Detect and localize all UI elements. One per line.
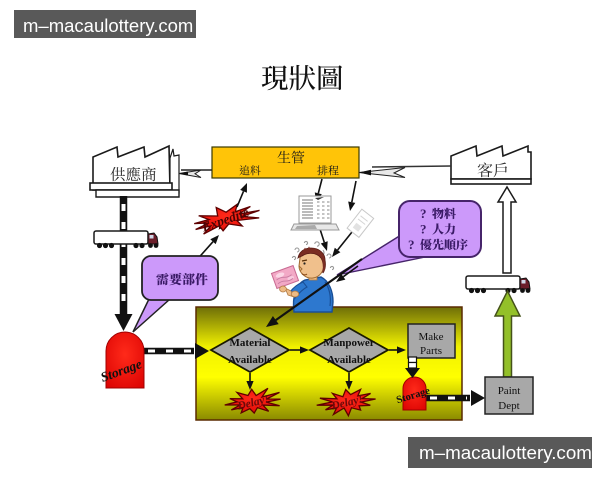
svg-text:m–macaulottery.com: m–macaulottery.com [419, 442, 592, 463]
svg-text:m–macaulottery.com: m–macaulottery.com [23, 15, 193, 36]
svg-text:Available: Available [327, 354, 371, 366]
svg-text:?: ? [420, 206, 427, 221]
svg-text:Material: Material [230, 337, 271, 349]
svg-text:Parts: Parts [420, 345, 442, 357]
svg-text:Paint: Paint [498, 385, 521, 397]
svg-text:Dept: Dept [498, 400, 519, 412]
svg-text:Make: Make [418, 331, 443, 343]
svg-text:Available: Available [228, 354, 272, 366]
svg-text:?: ? [420, 222, 427, 237]
svg-text:Manpower: Manpower [323, 337, 374, 349]
svg-text:?: ? [408, 237, 415, 252]
